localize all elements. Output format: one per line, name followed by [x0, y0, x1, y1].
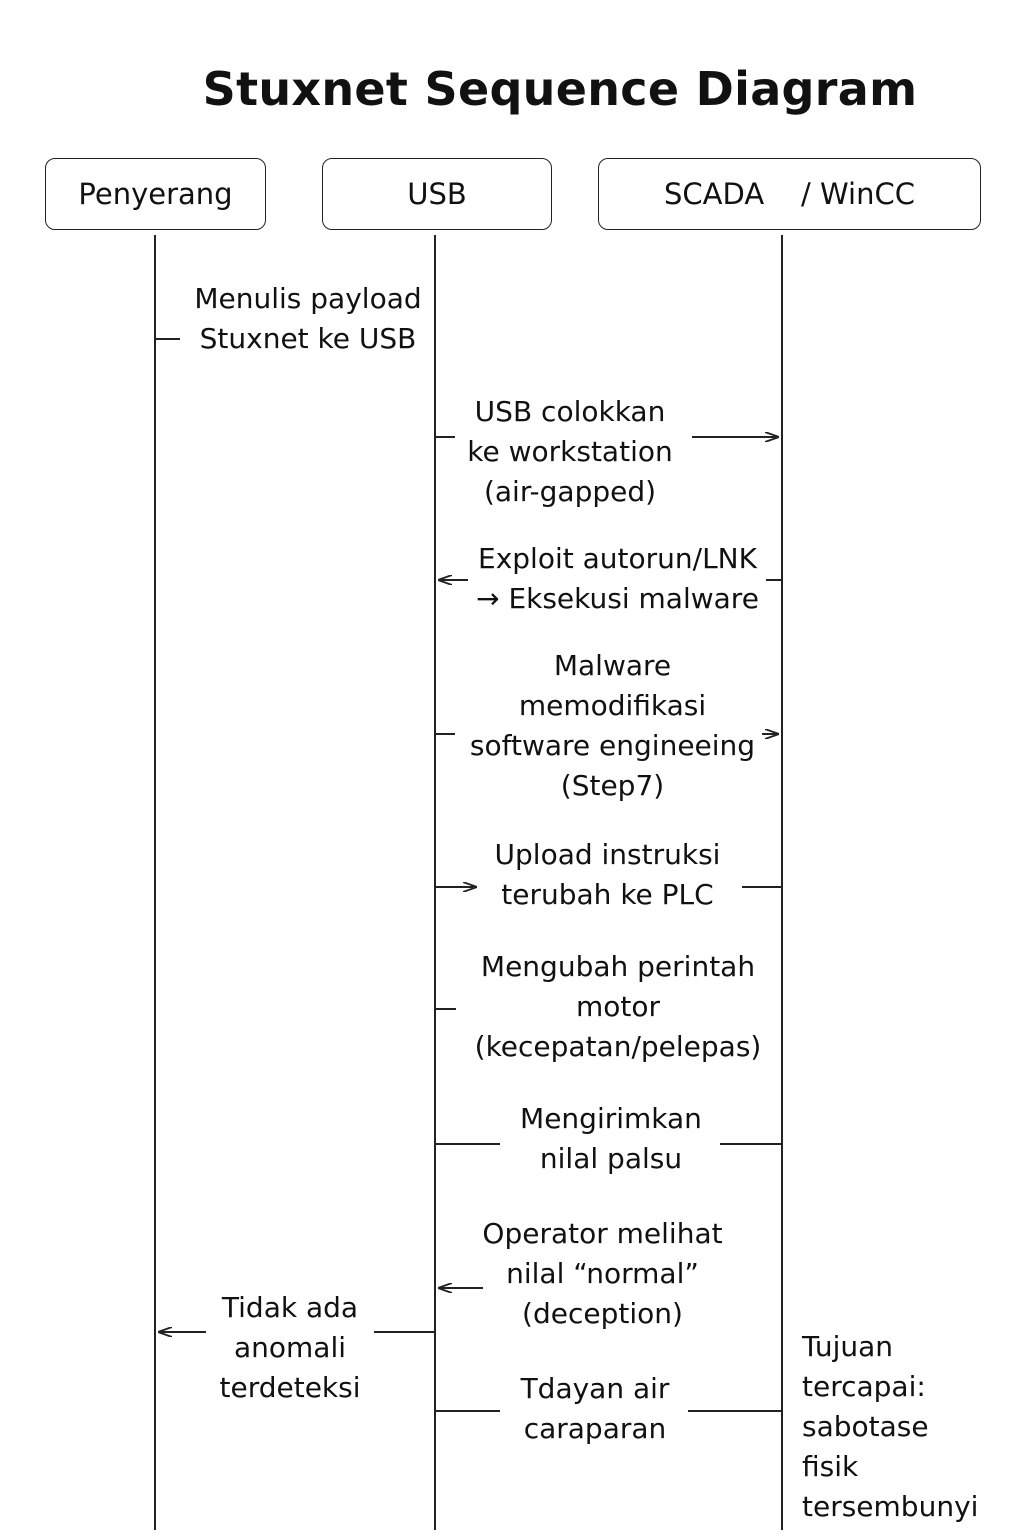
message-label-1: Menulis payload Stuxnet ke USB [194, 282, 422, 355]
message-label-4: Malware memodifikasi software engineeing… [469, 649, 756, 802]
participant-penyerang: Penyerang [45, 158, 266, 230]
message-label-10: Tdayan air caraparan [520, 1372, 670, 1445]
message-label-7: Mengirimkan nilal palsu [520, 1102, 702, 1175]
participant-scada-wincc: SCADA / WinCC [598, 158, 981, 230]
message-label-8: Operator melihat nilal “normal” (decepti… [482, 1217, 723, 1330]
message-label-3: Exploit autorun/LNK → Eksekusi malware [476, 542, 759, 615]
message-label-2: USB colokkan ke workstation (air-gapped) [467, 395, 673, 508]
participant-usb: USB [322, 158, 552, 230]
participant-label: USB [407, 177, 467, 211]
message-label-5: Upload instruksi terubah ke PLC [494, 838, 721, 911]
participant-label: Penyerang [78, 177, 233, 211]
participant-label: SCADA / WinCC [664, 177, 915, 211]
diagram-title: Stuxnet Sequence Diagram [202, 62, 918, 116]
message-label-6: Mengubah perintah motor (kecepatan/pelep… [474, 950, 762, 1063]
goal-note: Tujuan tercapai: sabotase fisik tersembu… [802, 1330, 979, 1523]
message-label-9: Tidak ada anomali terdeteksi [219, 1291, 361, 1404]
